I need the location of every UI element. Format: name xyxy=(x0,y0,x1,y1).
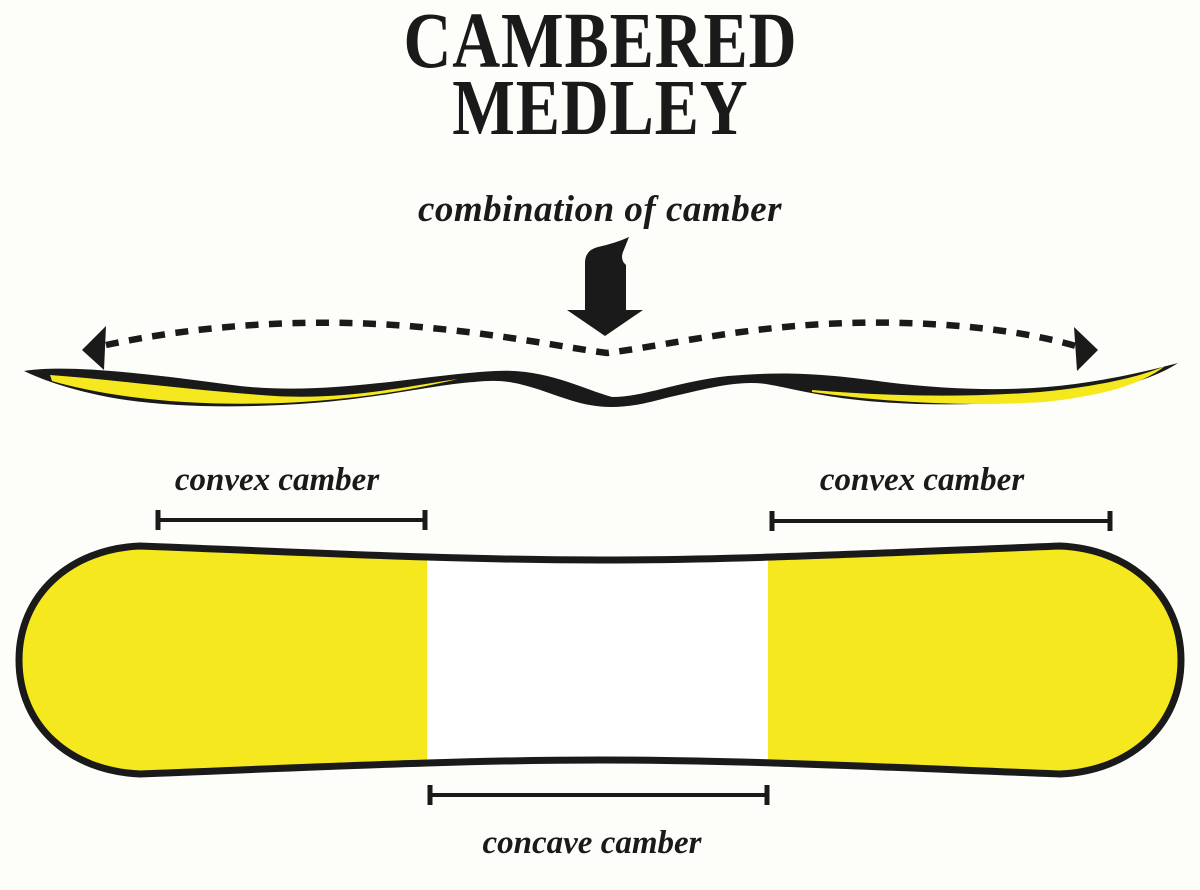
down-arrow-icon xyxy=(567,237,643,336)
dashed-wave-arrow-icon xyxy=(82,319,1098,371)
wave-arrowhead-left xyxy=(82,326,106,370)
dimension-line-convex-left xyxy=(155,510,428,530)
top-view-convex-zone-left xyxy=(19,546,427,774)
top-view-convex-zone-right xyxy=(768,546,1181,774)
dimension-line-concave xyxy=(427,785,770,805)
label-convex-camber-left: convex camber xyxy=(174,462,380,498)
page-title-line2: MEDLEY xyxy=(451,65,749,152)
page-title-line1: CAMBERED xyxy=(403,0,797,85)
top-view-outline xyxy=(15,542,1185,778)
side-profile-convex-highlight-right xyxy=(812,366,1165,404)
wave-arrowhead-right xyxy=(1074,327,1098,371)
subtitle: combination of camber xyxy=(417,189,783,230)
board-side-profile xyxy=(24,363,1178,407)
page-title: CAMBERED MEDLEY xyxy=(0,0,1200,152)
side-profile-convex-highlight-left xyxy=(50,375,458,404)
dimension-line-convex-right xyxy=(769,511,1113,531)
label-convex-camber-right: convex camber xyxy=(819,462,1025,498)
board-top-view xyxy=(15,542,1185,778)
label-concave-camber: concave camber xyxy=(482,825,702,861)
